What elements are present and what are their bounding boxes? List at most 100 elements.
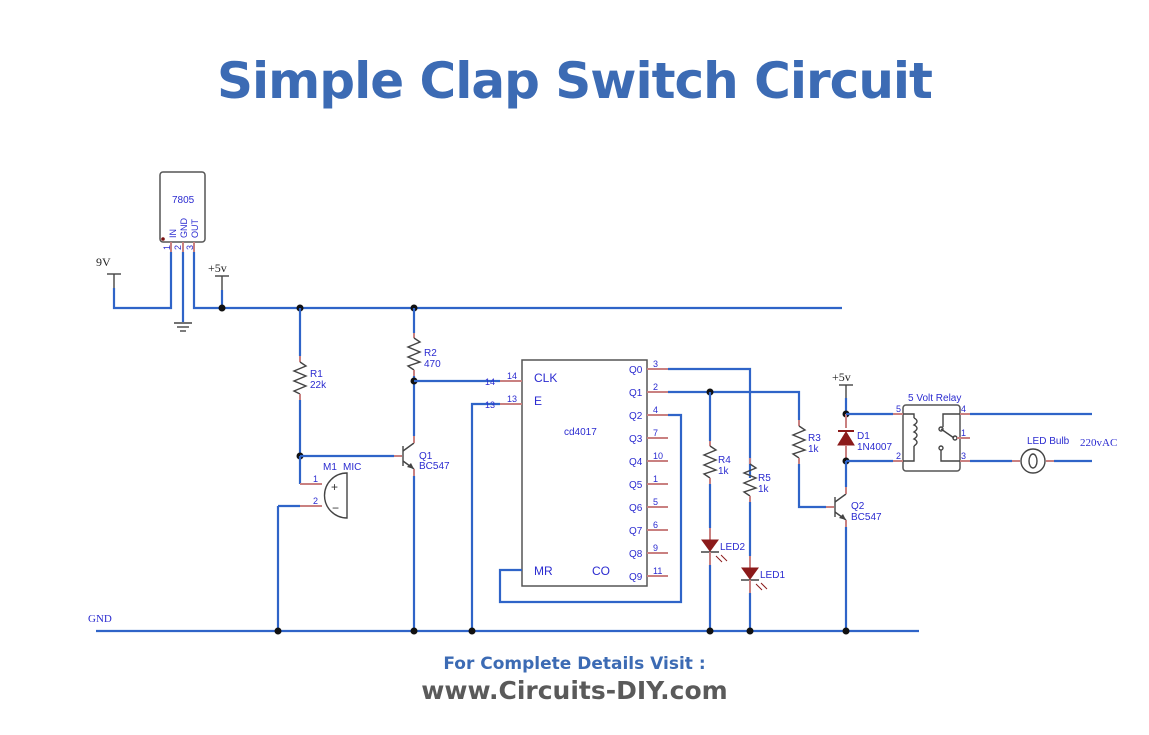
junction (274, 627, 282, 635)
led-bulb-icon (1020, 448, 1046, 474)
ic-output-pin-num: 4 (653, 405, 658, 415)
ic-output-pin-num: 5 (653, 497, 658, 507)
mic-pin-2: 2 (313, 496, 318, 506)
ic-output-q1: Q1 (629, 388, 643, 399)
ic-pin-co: CO (592, 564, 610, 578)
page-title: Simple Clap Switch Circuit (217, 52, 933, 110)
transistor-q1 (402, 442, 415, 470)
relay-pin-3: 3 (961, 451, 966, 461)
ground-icon (174, 322, 192, 332)
led2-icon (701, 539, 728, 563)
junction (218, 304, 226, 312)
relay-pin-4: 4 (961, 404, 966, 414)
relay-pin-2: 2 (896, 451, 901, 461)
r3-value: 1k (808, 444, 820, 455)
svg-text:+: + (331, 480, 338, 494)
junction (706, 627, 714, 635)
mic-ref: M1 (323, 462, 337, 473)
wire-5v-rail (192, 252, 842, 310)
ac-label: 220vAC (1080, 437, 1117, 449)
ic-pin-e: E (534, 394, 542, 408)
ic-output-q2: Q2 (629, 411, 643, 422)
ic-name: cd4017 (564, 427, 597, 438)
ic-pin-num-14: 14 (507, 371, 517, 381)
r1-value: 22k (310, 380, 327, 391)
ic-output-q4: Q4 (629, 457, 643, 468)
svg-text:−: − (332, 501, 339, 515)
r4-ref: R4 (718, 455, 731, 466)
ic-output-q6: Q6 (629, 503, 643, 514)
junction (468, 627, 476, 635)
pin1-marker (161, 237, 165, 241)
resistor-r1 (292, 361, 308, 395)
ic-output-q9: Q9 (629, 572, 643, 583)
bulb-name: LED Bulb (1027, 436, 1070, 447)
ic-pin-mr: MR (534, 564, 553, 578)
supply-5v-relay-label: +5v (832, 370, 851, 384)
regulator-pin-num-3: 3 (185, 245, 195, 250)
r3-ref: R3 (808, 433, 821, 444)
r2-ref: R2 (424, 348, 437, 359)
r4-value: 1k (718, 466, 730, 477)
wire-q2-base (797, 464, 826, 509)
mic-value: MIC (343, 462, 361, 473)
diode-d1 (837, 430, 855, 446)
transistor-q2 (834, 493, 847, 521)
footer-caption: For Complete Details Visit : (443, 654, 706, 674)
footer-url[interactable]: www.Circuits-DIY.com (421, 676, 728, 705)
supply-5v-label: +5v (208, 261, 227, 275)
voltage-regulator-7805: 7805 IN GND OUT 1 2 3 (159, 171, 206, 252)
regulator-pin-out: OUT (190, 219, 200, 239)
ic-output-pin-num: 3 (653, 359, 658, 369)
wire-reset-q2 (498, 413, 683, 604)
regulator-pin-gnd: GND (179, 218, 189, 239)
resistor-r2 (406, 337, 422, 371)
relay-pin-5: 5 (896, 404, 901, 414)
ic-output-pin-num: 7 (653, 428, 658, 438)
wire-9v-in (112, 252, 173, 310)
r1-ref: R1 (310, 369, 323, 380)
ic-output-q7: Q7 (629, 526, 643, 537)
ic-output-q0: Q0 (629, 365, 643, 376)
relay-name: 5 Volt Relay (908, 393, 961, 404)
ic-output-pin-num: 10 (653, 451, 663, 461)
wire-q0 (668, 367, 752, 478)
d1-value: 1N4007 (857, 442, 892, 453)
junction (410, 627, 418, 635)
junction (842, 627, 850, 635)
regulator-pin-num-1: 1 (162, 245, 172, 250)
ic-output-pin-num: 2 (653, 382, 658, 392)
d1-ref: D1 (857, 431, 870, 442)
resistor-r3 (791, 425, 807, 459)
led1-ref: LED1 (760, 570, 785, 581)
regulator-pin-num-2: 2 (173, 245, 183, 250)
ic-output-q5: Q5 (629, 480, 643, 491)
microphone-m1: + − (323, 472, 348, 519)
q2-value: BC547 (851, 512, 882, 523)
ic-output-q8: Q8 (629, 549, 643, 560)
supply-9v-label: 9V (96, 255, 111, 269)
ic-output-pin-num: 1 (653, 474, 658, 484)
q2-ref: Q2 (851, 501, 865, 512)
r2-value: 470 (424, 359, 441, 370)
ic-pin-clk: CLK (534, 371, 557, 385)
ic-body (521, 359, 648, 587)
r5-value: 1k (758, 484, 770, 495)
gnd-label: GND (88, 613, 112, 625)
ic-output-pin-num: 6 (653, 520, 658, 530)
ic-output-q3: Q3 (629, 434, 643, 445)
resistor-r4 (702, 445, 718, 479)
q1-value: BC547 (419, 461, 450, 472)
junction (746, 627, 754, 635)
wire-enable (470, 402, 500, 631)
ic-output-pin-num: 9 (653, 543, 658, 553)
led2-ref: LED2 (720, 542, 745, 553)
ic-pin-num-13: 13 (507, 394, 517, 404)
wire-q1 (668, 390, 801, 420)
relay-pin-1: 1 (961, 428, 966, 438)
ic-cd4017: cd4017 CLK E MR CO 14 13 Q0 3Q1 2Q2 4Q3 7Q4 1… (500, 359, 668, 587)
resistor-r5 (742, 463, 758, 497)
net-label-13: 13 (485, 400, 495, 410)
relay-5v (893, 404, 970, 472)
